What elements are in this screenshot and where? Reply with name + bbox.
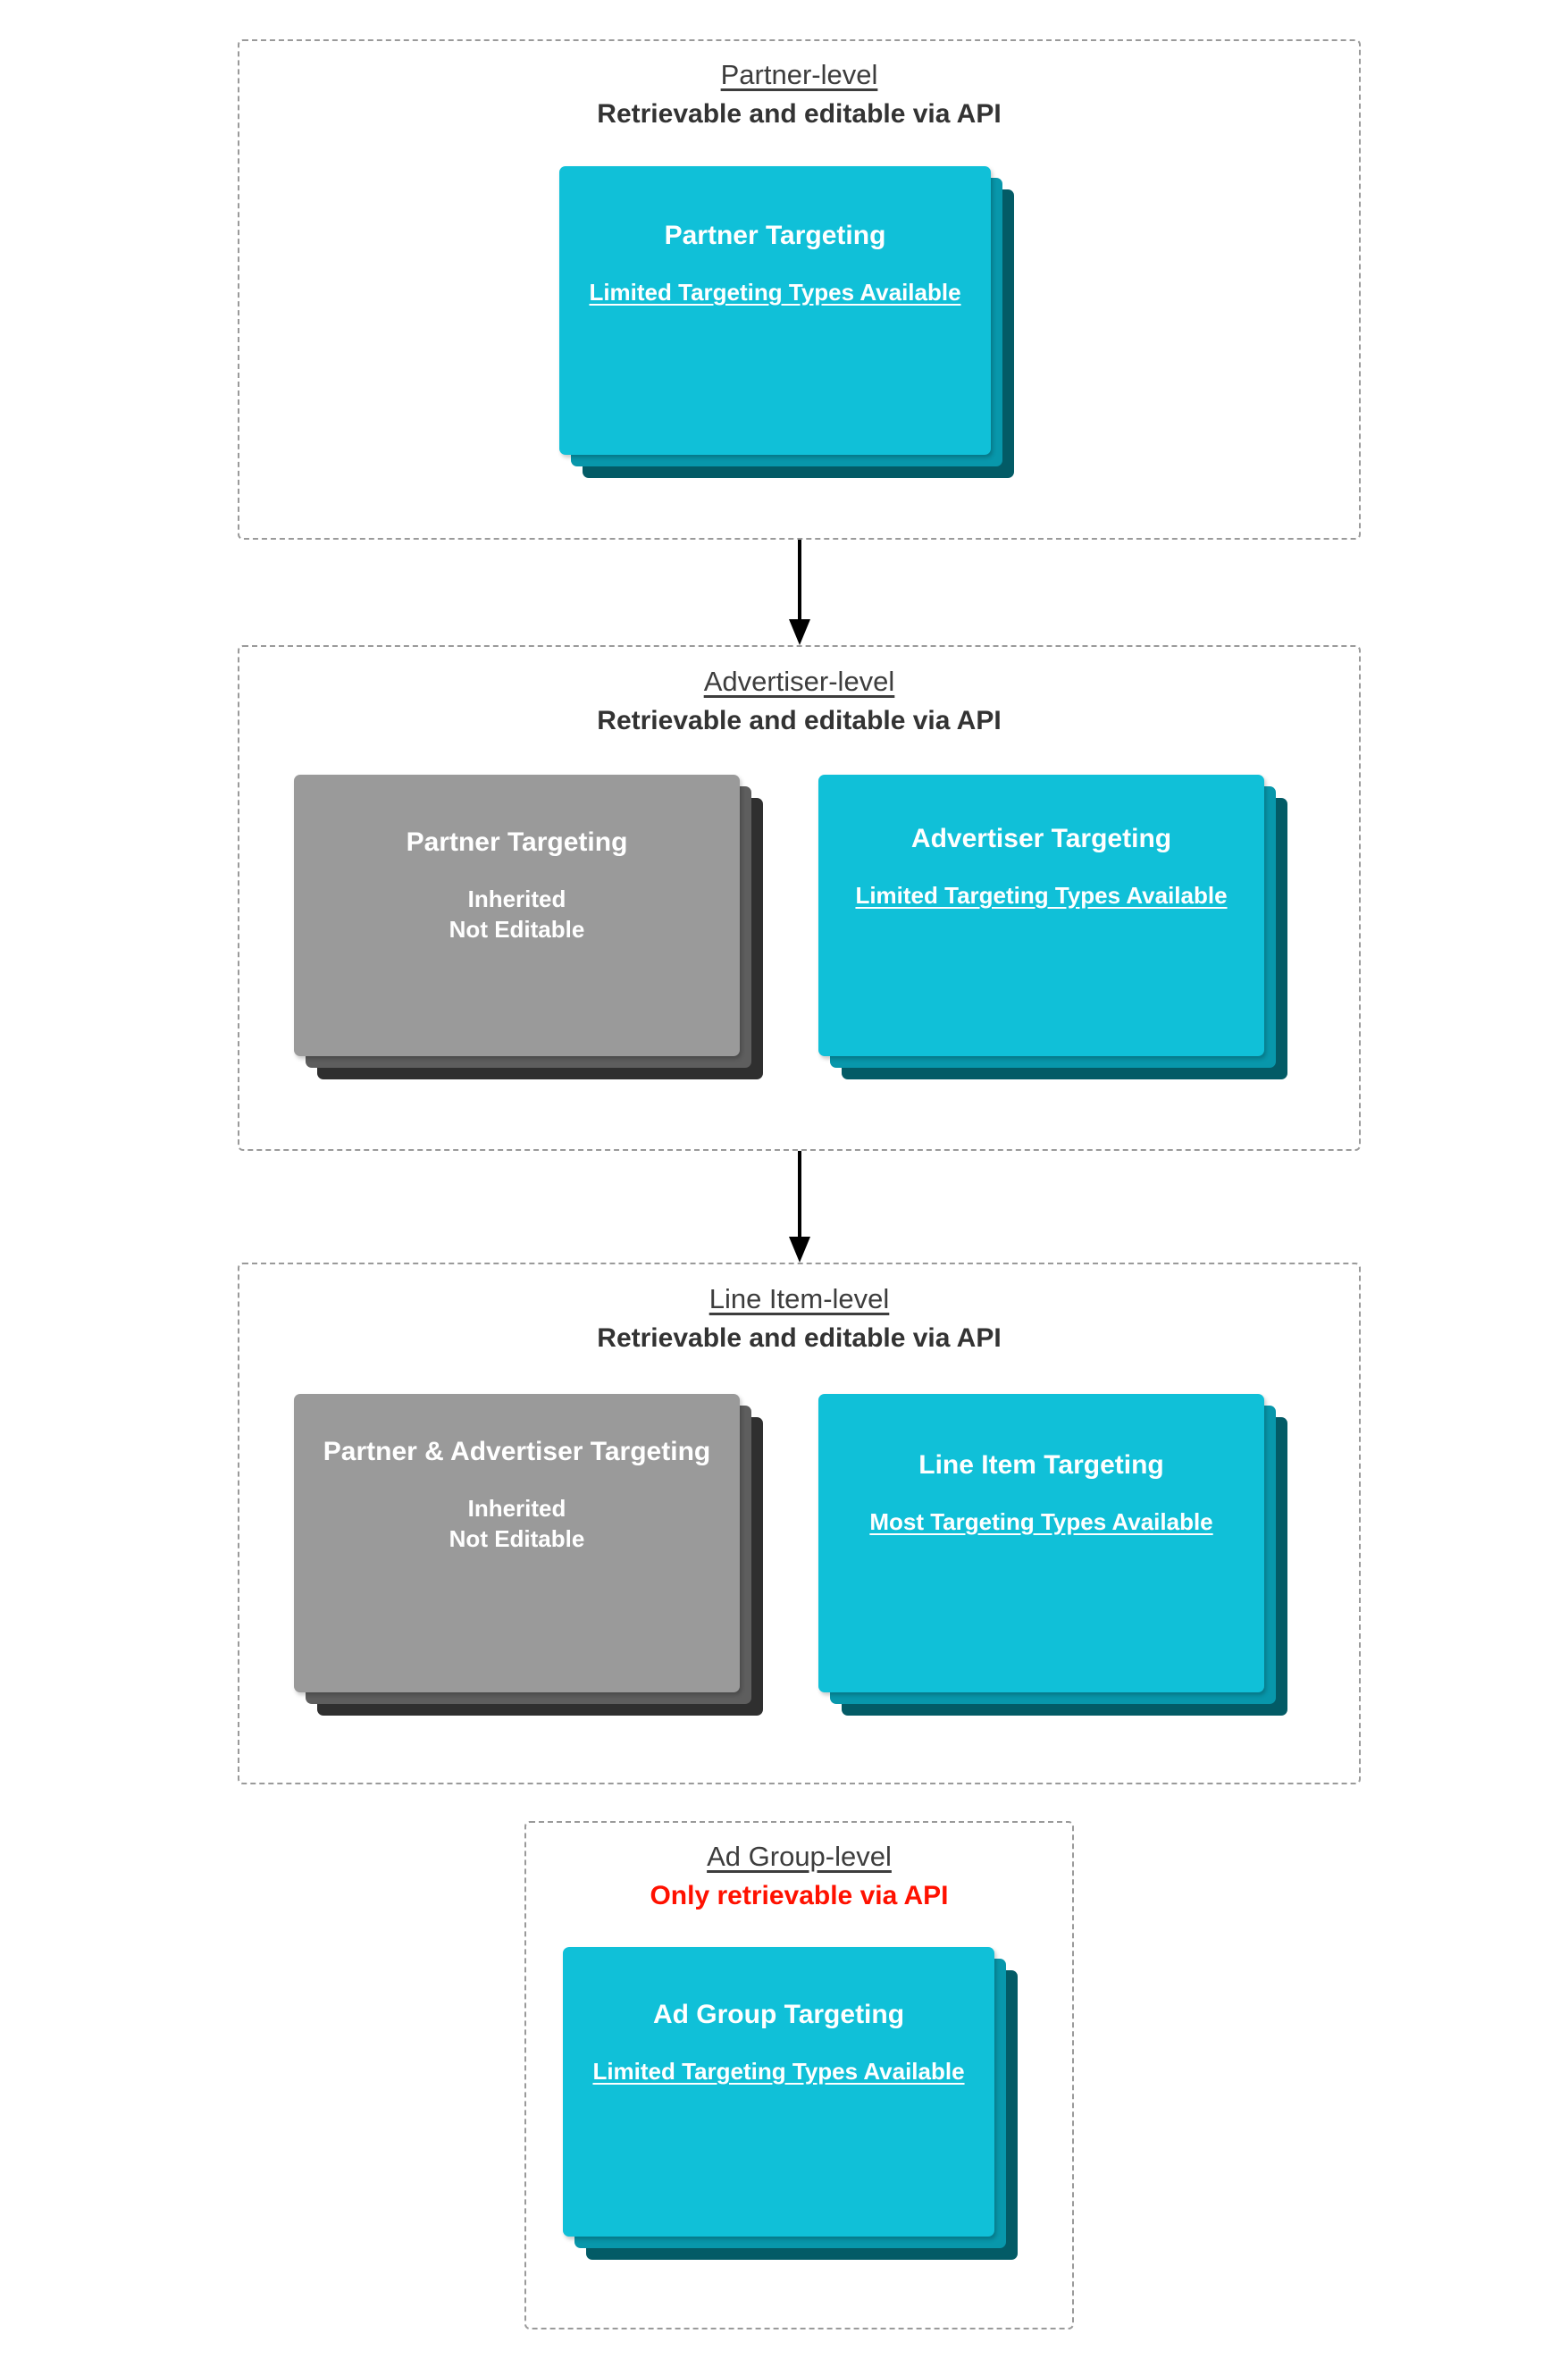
card-text-block: Partner Targeting Limited Targeting Type…	[559, 218, 991, 307]
card-title: Ad Group Targeting	[652, 2000, 905, 2029]
card-title: Partner Targeting	[664, 221, 886, 250]
arrow-head	[789, 619, 810, 645]
card-layer-front: Advertiser Targeting Limited Targeting T…	[818, 775, 1264, 1056]
level-title-advertiser: Advertiser-level	[703, 666, 895, 697]
level-box-advertiser: Advertiser-level Retrievable and editabl…	[238, 645, 1361, 1151]
card-text-block: Ad Group Targeting Limited Targeting Typ…	[563, 1997, 994, 2086]
card-note: Most Targeting Types Available	[869, 1507, 1213, 1535]
card-ad-group-targeting[interactable]: Ad Group Targeting Limited Targeting Typ…	[563, 1947, 1018, 2260]
level-heading-line-item: Line Item-level Retrievable and editable…	[239, 1281, 1359, 1356]
card-layer-front: Line Item Targeting Most Targeting Types…	[818, 1394, 1264, 1692]
card-text-block: Partner Targeting Inherited Not Editable	[294, 825, 740, 945]
level-box-partner: Partner-level Retrievable and editable v…	[238, 39, 1361, 540]
card-layer-front: Partner Targeting Inherited Not Editable	[294, 775, 740, 1056]
card-note: Limited Targeting Types Available	[592, 2057, 965, 2085]
arrow-shaft	[798, 540, 801, 619]
level-heading-advertiser: Advertiser-level Retrievable and editabl…	[239, 664, 1359, 738]
level-heading-ad-group: Ad Group-level Only retrievable via API	[526, 1839, 1072, 1913]
connector-partner-to-advertiser	[788, 540, 811, 645]
level-subtitle-advertiser: Retrievable and editable via API	[597, 705, 1002, 735]
card-layer-front: Partner Targeting Limited Targeting Type…	[559, 166, 991, 455]
arrow-shaft	[798, 1151, 801, 1237]
card-advertiser-inherited-partner-targeting[interactable]: Partner Targeting Inherited Not Editable	[294, 775, 763, 1079]
level-subtitle-line-item: Retrievable and editable via API	[597, 1322, 1002, 1353]
card-title: Partner & Advertiser Targeting	[323, 1437, 711, 1466]
card-note: Inherited Not Editable	[449, 1494, 585, 1553]
card-title: Line Item Targeting	[918, 1450, 1164, 1480]
level-title-ad-group: Ad Group-level	[707, 1841, 892, 1872]
level-title-line-item: Line Item-level	[709, 1283, 890, 1314]
level-subtitle-partner: Retrievable and editable via API	[597, 98, 1002, 129]
card-note: Inherited Not Editable	[449, 885, 585, 944]
level-box-ad-group: Ad Group-level Only retrievable via API …	[524, 1821, 1074, 2329]
card-partner-targeting[interactable]: Partner Targeting Limited Targeting Type…	[559, 166, 1014, 478]
card-title: Partner Targeting	[406, 827, 628, 857]
connector-advertiser-to-line-item	[788, 1151, 811, 1263]
level-subtitle-ad-group: Only retrievable via API	[650, 1880, 949, 1910]
card-layer-front: Partner & Advertiser Targeting Inherited…	[294, 1394, 740, 1692]
card-line-item-targeting[interactable]: Line Item Targeting Most Targeting Types…	[818, 1394, 1287, 1716]
card-note: Limited Targeting Types Available	[589, 278, 961, 306]
card-text-block: Line Item Targeting Most Targeting Types…	[818, 1448, 1264, 1537]
card-advertiser-targeting[interactable]: Advertiser Targeting Limited Targeting T…	[818, 775, 1287, 1079]
card-line-item-inherited-targeting[interactable]: Partner & Advertiser Targeting Inherited…	[294, 1394, 763, 1716]
level-title-partner: Partner-level	[720, 59, 878, 90]
card-text-block: Advertiser Targeting Limited Targeting T…	[818, 821, 1264, 911]
level-heading-partner: Partner-level Retrievable and editable v…	[239, 57, 1359, 131]
card-title: Advertiser Targeting	[910, 824, 1172, 853]
arrow-head	[789, 1237, 810, 1263]
card-text-block: Partner & Advertiser Targeting Inherited…	[294, 1434, 740, 1555]
card-layer-front: Ad Group Targeting Limited Targeting Typ…	[563, 1947, 994, 2237]
card-note: Limited Targeting Types Available	[855, 881, 1228, 909]
level-box-line-item: Line Item-level Retrievable and editable…	[238, 1263, 1361, 1784]
